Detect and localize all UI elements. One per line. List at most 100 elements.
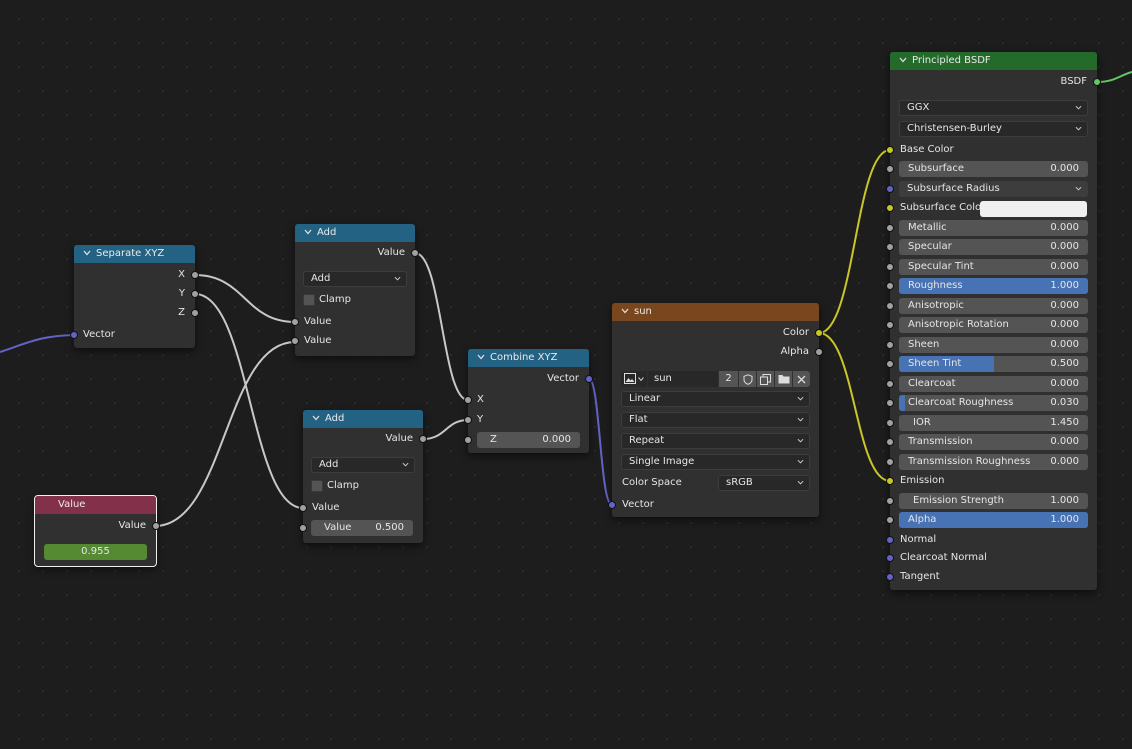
- socket-input-roughness[interactable]: [886, 282, 894, 290]
- open-image-button[interactable]: [775, 371, 792, 387]
- source-dropdown[interactable]: Single Image: [621, 454, 810, 470]
- socket-input-emission-strength[interactable]: [886, 497, 894, 505]
- socket-input-clearcoat[interactable]: [886, 380, 894, 388]
- chevron-down-icon[interactable]: [304, 228, 312, 236]
- node-header[interactable]: Add: [303, 410, 423, 428]
- socket-input-anisotropic[interactable]: [886, 302, 894, 310]
- socket-output-y[interactable]: [191, 290, 199, 298]
- socket-output-z[interactable]: [191, 309, 199, 317]
- socket-input-y[interactable]: [464, 416, 472, 424]
- clamp-checkbox[interactable]: [311, 480, 323, 492]
- value-2-field[interactable]: Value 0.500: [311, 520, 413, 536]
- socket-input-specular[interactable]: [886, 243, 894, 251]
- extension-dropdown[interactable]: Repeat: [621, 433, 810, 449]
- image-browse-button[interactable]: [621, 371, 647, 387]
- chevron-down-icon[interactable]: [312, 414, 320, 422]
- users-count-button[interactable]: 2: [719, 371, 738, 387]
- socket-input-transmission[interactable]: [886, 438, 894, 446]
- chevron-down-icon[interactable]: [899, 56, 907, 64]
- socket-output-value[interactable]: [419, 435, 427, 443]
- socket-input-value-1[interactable]: [299, 504, 307, 512]
- node-header[interactable]: Add: [295, 224, 415, 242]
- node-image-texture-sun[interactable]: sun Color Alpha sun 2: [608, 303, 823, 517]
- anisotropic-slider[interactable]: Anisotropic 0.000: [899, 298, 1088, 314]
- alpha-slider[interactable]: Alpha 1.000: [899, 512, 1088, 528]
- socket-output-x[interactable]: [191, 271, 199, 279]
- transmission-slider[interactable]: Transmission 0.000: [899, 434, 1088, 450]
- projection-dropdown[interactable]: Flat: [621, 412, 810, 428]
- socket-input-x[interactable]: [464, 396, 472, 404]
- socket-input-sheen-tint[interactable]: [886, 360, 894, 368]
- node-value[interactable]: Value Value 0.955: [34, 495, 160, 567]
- node-header[interactable]: sun: [612, 303, 819, 321]
- clamp-checkbox[interactable]: [303, 294, 315, 306]
- interpolation-dropdown[interactable]: Linear: [621, 391, 810, 407]
- sheen-slider[interactable]: Sheen 0.000: [899, 337, 1088, 353]
- subsurface-radius-dropdown[interactable]: Subsurface Radius: [899, 181, 1088, 197]
- socket-output-alpha[interactable]: [815, 348, 823, 356]
- fake-user-button[interactable]: [739, 371, 756, 387]
- transmission-roughness-slider[interactable]: Transmission Roughness 0.000: [899, 454, 1088, 470]
- node-header[interactable]: Separate XYZ: [74, 245, 195, 263]
- socket-output-color[interactable]: [815, 329, 823, 337]
- chevron-down-icon[interactable]: [621, 307, 629, 315]
- roughness-slider[interactable]: Roughness 1.000: [899, 278, 1088, 294]
- socket-input-specular-tint[interactable]: [886, 263, 894, 271]
- node-header[interactable]: Value: [35, 496, 156, 514]
- socket-input-value-2[interactable]: [291, 337, 299, 345]
- socket-input-z[interactable]: [464, 436, 472, 444]
- node-principled-bsdf[interactable]: Principled BSDF BSDF GGX Christensen-Bur…: [886, 52, 1101, 590]
- distribution-dropdown[interactable]: GGX: [899, 100, 1088, 116]
- socket-input-normal[interactable]: [886, 536, 894, 544]
- unlink-image-button[interactable]: [793, 371, 810, 387]
- socket-input-emission[interactable]: [886, 477, 894, 485]
- clearcoat-roughness-slider[interactable]: Clearcoat Roughness 0.030: [899, 395, 1088, 411]
- node-add-bottom[interactable]: Add Value Add Clamp Value Value 0.500: [299, 410, 427, 543]
- anisotropic-rotation-slider[interactable]: Anisotropic Rotation 0.000: [899, 317, 1088, 333]
- socket-input-value-1[interactable]: [291, 318, 299, 326]
- socket-input-anisotropic-rotation[interactable]: [886, 321, 894, 329]
- socket-input-value-2[interactable]: [299, 524, 307, 532]
- ior-field[interactable]: IOR 1.450: [899, 415, 1088, 431]
- socket-input-transmission-roughness[interactable]: [886, 458, 894, 466]
- socket-output-bsdf[interactable]: [1093, 78, 1101, 86]
- socket-input-clearcoat-roughness[interactable]: [886, 399, 894, 407]
- chevron-down-icon[interactable]: [83, 249, 91, 257]
- node-header[interactable]: Principled BSDF: [890, 52, 1097, 70]
- socket-input-clearcoat-normal[interactable]: [886, 554, 894, 562]
- specular-tint-slider[interactable]: Specular Tint 0.000: [899, 259, 1088, 275]
- node-header[interactable]: Combine XYZ: [468, 349, 589, 367]
- socket-input-ior[interactable]: [886, 419, 894, 427]
- duplicate-image-button[interactable]: [757, 371, 774, 387]
- chevron-down-icon[interactable]: [477, 353, 485, 361]
- image-name-field[interactable]: sun: [648, 371, 718, 387]
- z-field[interactable]: Z 0.000: [477, 432, 580, 448]
- socket-input-base-color[interactable]: [886, 146, 894, 154]
- socket-input-alpha[interactable]: [886, 516, 894, 524]
- node-add-top[interactable]: Add Value Add Clamp Value Value: [291, 224, 419, 356]
- socket-input-sheen[interactable]: [886, 341, 894, 349]
- subsurface-method-dropdown[interactable]: Christensen-Burley: [899, 121, 1088, 137]
- operation-dropdown[interactable]: Add: [311, 457, 415, 473]
- socket-input-subsurface[interactable]: [886, 165, 894, 173]
- socket-input-subsurface-color[interactable]: [886, 204, 894, 212]
- socket-input-tangent[interactable]: [886, 573, 894, 581]
- operation-dropdown[interactable]: Add: [303, 271, 407, 287]
- socket-input-vector[interactable]: [70, 331, 78, 339]
- subsurface-slider[interactable]: Subsurface 0.000: [899, 161, 1088, 177]
- image-selector[interactable]: sun 2: [621, 371, 810, 387]
- color-space-dropdown[interactable]: sRGB: [718, 475, 810, 491]
- metallic-slider[interactable]: Metallic 0.000: [899, 220, 1088, 236]
- socket-output-vector[interactable]: [585, 375, 593, 383]
- socket-output-value[interactable]: [411, 249, 419, 257]
- specular-slider[interactable]: Specular 0.000: [899, 239, 1088, 255]
- emission-strength-field[interactable]: Emission Strength 1.000: [899, 493, 1088, 509]
- socket-input-subsurface-radius[interactable]: [886, 185, 894, 193]
- value-field[interactable]: 0.955: [44, 544, 147, 560]
- socket-output-value[interactable]: [152, 522, 160, 530]
- node-combine-xyz[interactable]: Combine XYZ Vector X Y Z 0.000: [464, 349, 593, 453]
- sheen-tint-slider[interactable]: Sheen Tint 0.500: [899, 356, 1088, 372]
- clearcoat-slider[interactable]: Clearcoat 0.000: [899, 376, 1088, 392]
- socket-input-metallic[interactable]: [886, 224, 894, 232]
- socket-input-vector[interactable]: [608, 501, 616, 509]
